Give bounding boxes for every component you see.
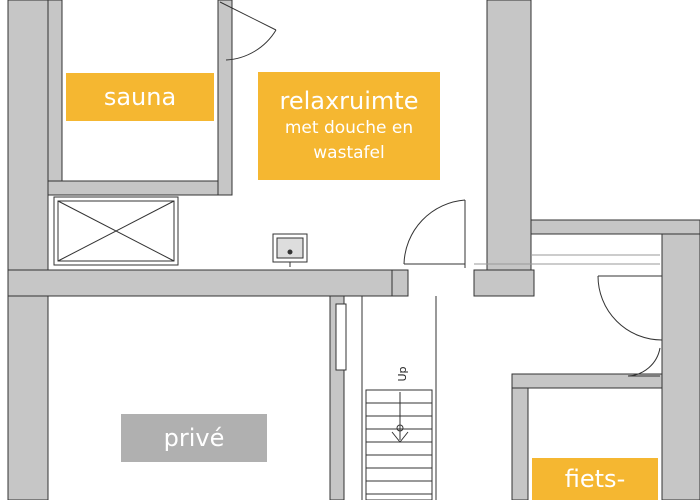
wall-stair-top — [391, 269, 409, 297]
shower-tray — [53, 196, 179, 266]
relax-label-line2: met douche en — [284, 118, 414, 138]
door-sauna — [219, 1, 277, 61]
stair-post — [335, 303, 347, 371]
washbasin — [272, 233, 308, 267]
stair-arrow-icon — [391, 392, 409, 443]
wall-left-outer — [7, 0, 49, 500]
sauna-label: sauna — [66, 73, 214, 121]
door-fiets — [627, 347, 661, 377]
sauna-label-text: sauna — [103, 83, 177, 111]
wall-fiets-top — [511, 373, 663, 389]
stair-up-label: Up — [395, 366, 409, 382]
fiets-label: fiets- — [532, 458, 658, 500]
door-right — [597, 275, 663, 341]
wall-sauna-right — [217, 0, 233, 196]
wall-horizontal-middle — [7, 269, 409, 297]
stair-steps — [365, 389, 433, 500]
fiets-label-text: fiets- — [564, 465, 626, 493]
wall-sauna-left — [47, 0, 63, 196]
wall-sauna-bottom — [47, 180, 233, 196]
wall-central-vertical — [486, 0, 532, 297]
door-relax — [403, 199, 466, 268]
relax-label-line1: relaxruimte — [279, 87, 419, 115]
wall-right-upper — [530, 219, 700, 235]
prive-label-text: privé — [163, 424, 225, 452]
wall-fiets-left — [511, 373, 529, 500]
relax-label-line3: wastafel — [313, 143, 385, 163]
wall-right-horizontal — [473, 269, 535, 297]
relax-label: relaxruimte met douche en wastafel — [258, 72, 440, 180]
prive-label: privé — [121, 414, 267, 462]
wall-right-outer — [661, 233, 700, 500]
